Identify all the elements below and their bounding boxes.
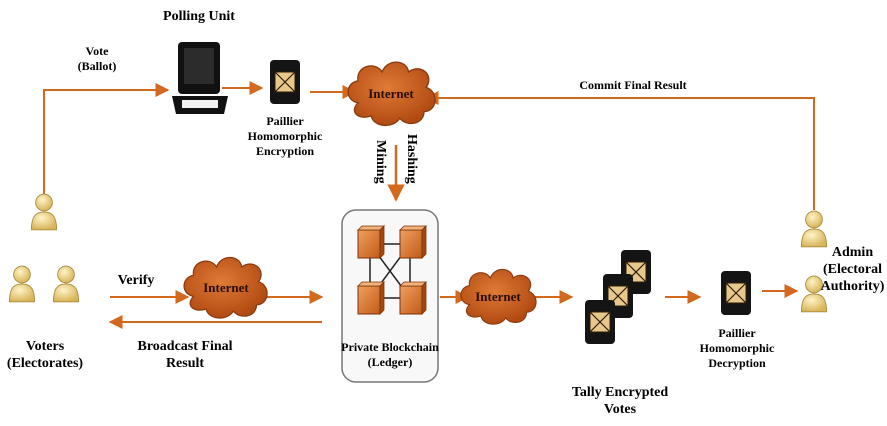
- commit-final-result-label: Commit Final Result: [579, 78, 687, 92]
- voter-person-icon: [8, 265, 36, 303]
- admin-person-icon: [800, 210, 828, 248]
- internet-label-left: Internet: [203, 280, 249, 295]
- vote-label-line1: Vote: [85, 44, 109, 58]
- blockchain-node-icon: [357, 281, 385, 315]
- hashing-label: Hashing: [404, 134, 419, 184]
- tally-envelope-icon: [584, 299, 616, 345]
- blockchain-node-icon: [357, 225, 385, 259]
- arrow-voter-to-polling: [43, 83, 170, 195]
- blockchain-label-line2: (Ledger): [367, 355, 413, 369]
- mining-label: Mining: [373, 140, 388, 184]
- paillier-encryption-line1: Paillier: [266, 114, 304, 128]
- encryption-envelope-icon: [269, 59, 301, 105]
- tally-encrypted-votes-label: Tally Encrypted Votes: [560, 384, 680, 418]
- decryption-envelope-icon: [720, 270, 752, 316]
- internet-label-top: Internet: [368, 86, 414, 101]
- broadcast-label-line2: Result: [165, 356, 205, 371]
- tally-label-line2: Votes: [603, 402, 637, 417]
- polling-unit-label: Polling Unit: [163, 9, 235, 24]
- blockchain-node-icon: [399, 281, 427, 315]
- arrow-commit-final-result: [424, 91, 815, 210]
- voters-label: Voters (Electorates): [0, 338, 90, 372]
- voters-label-line1: Voters: [25, 339, 65, 354]
- paillier-encryption-line2: Homomorphic: [247, 129, 323, 143]
- voter-person-icon: [52, 265, 80, 303]
- internet-label-mid: Internet: [475, 289, 521, 304]
- admin-label: Admin (Electoral Authority): [818, 244, 887, 295]
- paillier-encryption-line3: Encryption: [255, 144, 314, 158]
- voter-person-icon: [30, 193, 58, 231]
- blockchain-label-line1: Private Blockchain: [341, 340, 439, 354]
- verify-label: Verify: [117, 273, 155, 288]
- blockchain-label: Private Blockchain (Ledger): [334, 340, 446, 370]
- paillier-decryption-label: Paillier Homomorphic Decryption: [692, 326, 782, 371]
- vote-label-line2: (Ballot): [77, 59, 117, 73]
- tally-label-line1: Tally Encrypted: [571, 385, 669, 400]
- vote-label: Vote (Ballot): [62, 44, 132, 74]
- blockchain-ledger-icon: [341, 209, 439, 383]
- blockchain-node-icon: [399, 225, 427, 259]
- broadcast-final-result-label: Broadcast Final Result: [120, 338, 250, 372]
- admin-label-line1: Admin: [831, 245, 874, 260]
- broadcast-label-line1: Broadcast Final: [137, 339, 233, 354]
- admin-label-line2: (Electoral: [822, 262, 883, 277]
- voters-label-line2: (Electorates): [6, 356, 84, 371]
- admin-label-line3: Authority): [820, 279, 885, 294]
- paillier-decryption-line3: Decryption: [708, 356, 766, 370]
- paillier-decryption-line1: Paillier: [718, 326, 756, 340]
- paillier-decryption-line2: Homomorphic: [699, 341, 775, 355]
- polling-unit-computer-icon: [172, 42, 228, 114]
- paillier-encryption-label: Paillier Homomorphic Encryption: [240, 114, 330, 159]
